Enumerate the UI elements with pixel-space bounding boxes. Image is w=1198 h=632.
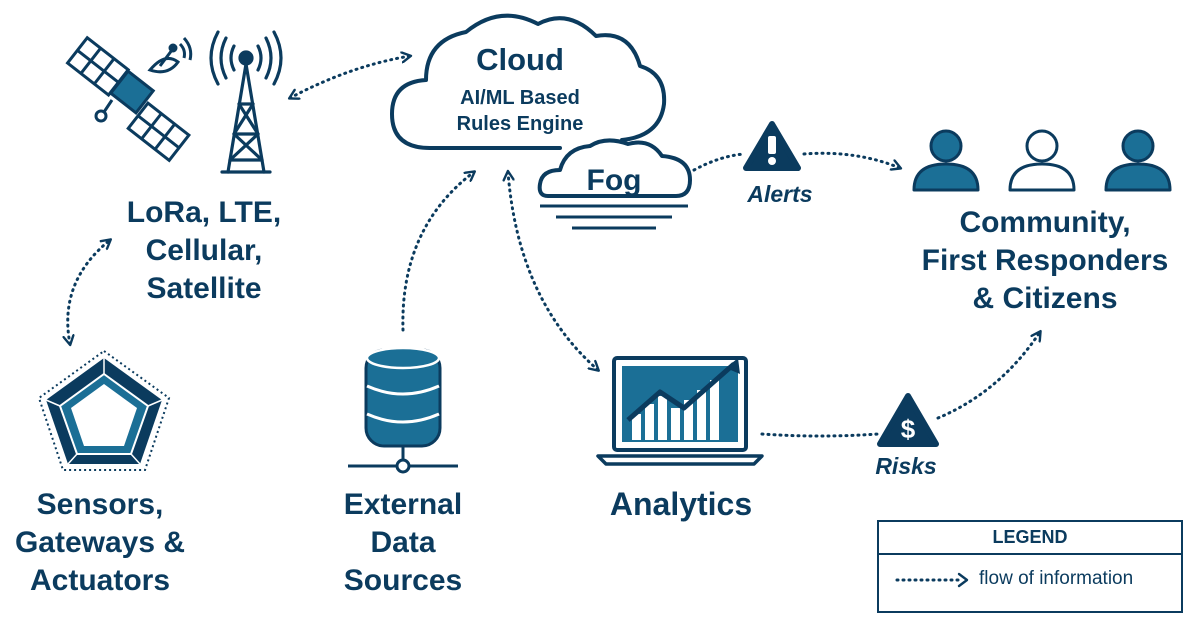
legend: LEGEND flow of information: [877, 520, 1183, 613]
cloud-title: Cloud: [476, 42, 564, 77]
connectivity-label-line-3: Satellite: [146, 272, 262, 305]
risks-label: Risks: [875, 453, 936, 479]
analytics-label: Analytics: [609, 486, 753, 522]
external-data-label-line-1: External: [343, 488, 463, 521]
flow-arrow-tower-cloud: [290, 56, 410, 98]
external-data-label-line-2: Data: [370, 526, 436, 559]
chip-icon: [37, 349, 171, 471]
devices-label-line-1: Sensors,: [36, 488, 164, 521]
connectivity-label-line-1: LoRa, LTE,: [126, 196, 282, 229]
cloud-subtitle-line-1: AI/ML Based: [460, 87, 580, 109]
satellite-icon: [65, 35, 193, 163]
community-label-line-2: First Responders: [921, 244, 1169, 277]
community-label-line-3: & Citizens: [972, 282, 1118, 315]
flow-arrow-external-cloud: [401, 172, 474, 332]
legend-item-label: flow of information: [979, 568, 1134, 589]
connectivity-label-line-2: Cellular,: [145, 234, 263, 267]
legend-title: LEGEND: [879, 522, 1181, 555]
flow-arrow-devices-connectivity: [68, 240, 110, 344]
legend-arrow-sample: [895, 572, 969, 588]
flow-arrow-risks-community: [936, 332, 1040, 420]
external-data-label-line-3: Sources: [343, 564, 463, 597]
person-icon: [1008, 129, 1076, 192]
cloud-subtitle-line-2: Rules Engine: [457, 113, 584, 135]
flow-arrow-alerts-community: [802, 151, 900, 168]
flow-arrow-fog-alerts: [692, 152, 746, 172]
laptop-chart-icon: [596, 356, 764, 466]
community-label-line-1: Community,: [959, 206, 1131, 239]
person-icon: [912, 129, 980, 192]
community-label: Community, First Responders & Citizens: [892, 204, 1198, 318]
devices-label: Sensors, Gateways & Actuators: [0, 486, 200, 600]
external-data-label: External Data Sources: [318, 486, 488, 600]
person-icon: [1104, 129, 1172, 192]
fog-label: Fog: [587, 164, 642, 197]
cell-tower-icon: [209, 30, 283, 174]
flow-arrow-analytics-risks: [760, 432, 880, 438]
connectivity-label: LoRa, LTE, Cellular, Satellite: [104, 194, 304, 308]
alerts-label: Alerts: [746, 181, 812, 207]
database-icon: [348, 346, 458, 474]
flow-arrow-cloud-analytics: [508, 172, 598, 370]
alert-triangle-icon: [743, 121, 801, 171]
svg-text:$: $: [901, 414, 916, 444]
devices-label-line-2: Gateways &: [14, 526, 186, 559]
devices-label-line-3: Actuators: [29, 564, 171, 597]
dollar-triangle-icon: $: [877, 393, 939, 447]
